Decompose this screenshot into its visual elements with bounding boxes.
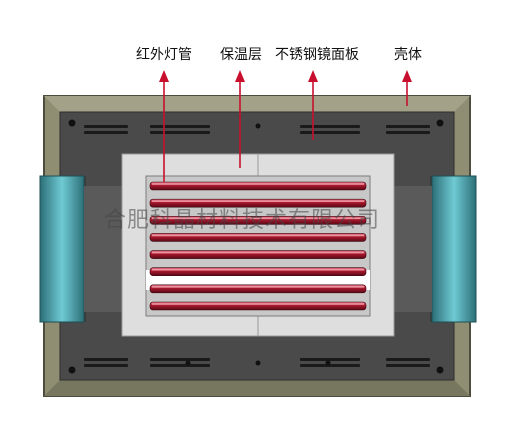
infrared-tubes — [149, 181, 367, 311]
tube-highlight — [152, 303, 364, 305]
tube-highlight — [152, 200, 364, 202]
label-housing: 壳体 — [394, 47, 422, 63]
tube-highlight — [152, 183, 364, 185]
watermark: 合肥科晶材料技术有限公司 — [104, 208, 381, 233]
tube-highlight — [152, 217, 364, 220]
tube-highlight — [152, 286, 364, 288]
tube-highlight — [152, 251, 364, 254]
tube-highlight — [152, 268, 364, 271]
left-flange — [39, 175, 124, 323]
label-insulation: 保温层 — [220, 47, 262, 63]
screws — [68, 119, 444, 374]
right-flange — [392, 175, 477, 323]
label-stainless-mirror: 不锈钢镜面板 — [275, 47, 359, 63]
vent-slots — [84, 125, 430, 367]
tube-highlight — [152, 234, 364, 237]
stainless-mirror-chamber — [145, 175, 371, 317]
label-heating-tube: 红外灯管 — [136, 47, 192, 63]
callout-arrows — [159, 70, 412, 182]
